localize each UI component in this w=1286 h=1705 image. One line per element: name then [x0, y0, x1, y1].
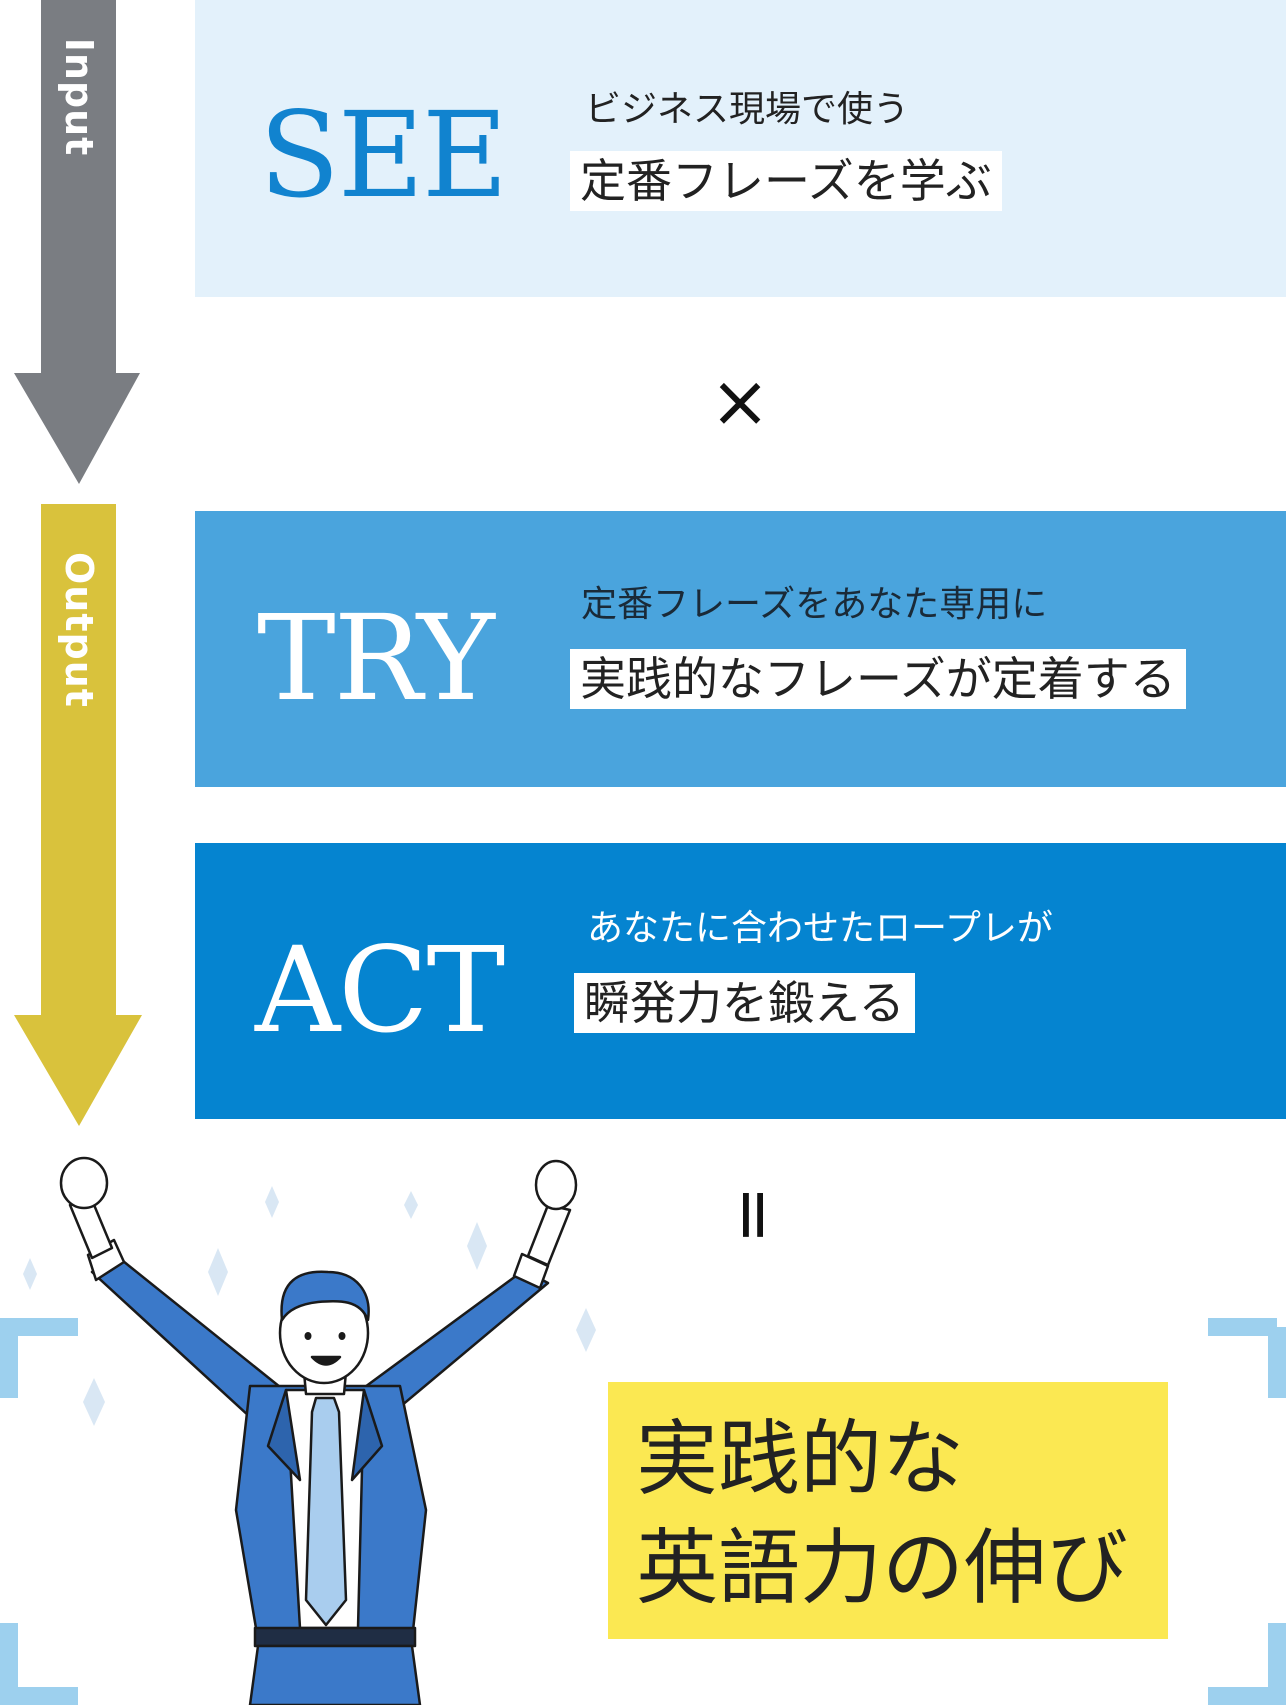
- result-brackets: [0, 1318, 1286, 1705]
- try-highlight: 実践的なフレーズが定着する: [570, 649, 1186, 709]
- result-line-1: 実践的な: [636, 1412, 965, 1507]
- result-box: 実践的な 英語力の伸び: [608, 1382, 1168, 1639]
- bracket-bottom-right: [1208, 1623, 1286, 1705]
- see-panel: SEE ビジネス現場で使う 定番フレーズを学ぶ: [195, 0, 1286, 297]
- equals-sign: =: [714, 1185, 796, 1245]
- try-word: TRY: [257, 589, 495, 727]
- act-word: ACT: [255, 921, 505, 1059]
- input-label: Input: [57, 37, 101, 157]
- see-word: SEE: [259, 86, 508, 224]
- bracket-bottom-left: [0, 1623, 78, 1705]
- output-arrow: [14, 504, 142, 1126]
- bracket-top-left: [0, 1318, 78, 1398]
- input-arrow: [14, 0, 140, 484]
- try-panel: TRY 定番フレーズをあなた専用に 実践的なフレーズが定着する: [195, 511, 1286, 787]
- act-highlight: 瞬発力を鍛える: [574, 973, 915, 1033]
- see-highlight: 定番フレーズを学ぶ: [570, 151, 1002, 211]
- try-subtitle: 定番フレーズをあなた専用に: [581, 584, 1048, 625]
- cheering-businessman-icon: [23, 1156, 596, 1705]
- act-panel: ACT あなたに合わせたロープレが 瞬発力を鍛える: [195, 843, 1286, 1119]
- multiply-sign: ×: [709, 359, 771, 443]
- sparkle-icons: [23, 1186, 596, 1426]
- see-subtitle: ビジネス現場で使う: [585, 89, 910, 130]
- flow-arrows: [14, 0, 142, 1126]
- act-subtitle: あなたに合わせたロープレが: [587, 908, 1053, 949]
- output-label: Output: [57, 552, 101, 708]
- result-line-2: 英語力の伸び: [636, 1521, 1129, 1616]
- bracket-top-right: [1208, 1318, 1286, 1398]
